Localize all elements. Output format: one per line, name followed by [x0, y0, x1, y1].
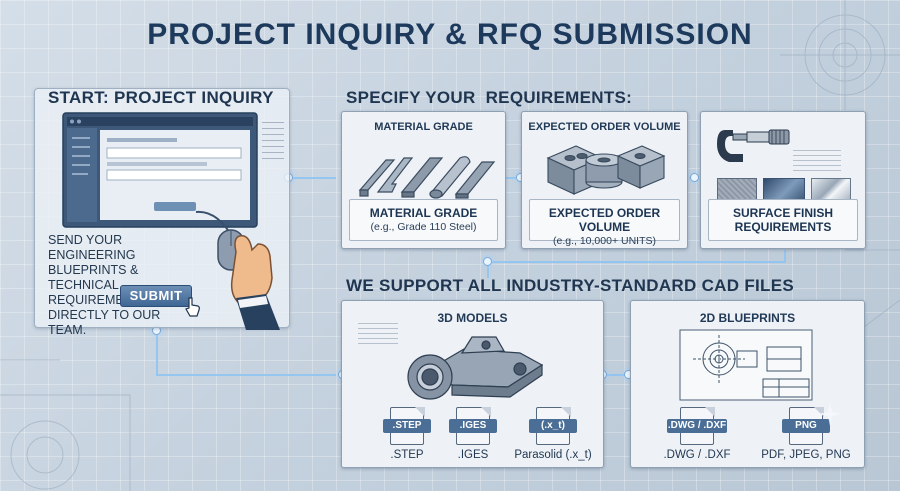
step-file[interactable]: .STEP .STEP — [382, 406, 432, 461]
2d-blueprints-header: 2D BLUEPRINTS — [699, 311, 796, 325]
material-grade-title: MATERIAL GRADE — [369, 206, 478, 220]
3d-models-card: 3D MODELS .STEP .STEP .IGES .IGES (.x_t)… — [341, 300, 604, 468]
order-volume-label: EXPECTED ORDER VOLUME (e.g., 10,000+ UNI… — [529, 199, 680, 247]
stacked-parts-icon — [546, 145, 666, 195]
cad-heading: WE SUPPORT ALL INDUSTRY-STANDARD CAD FIL… — [346, 276, 794, 295]
submit-button[interactable]: SUBMIT — [120, 285, 192, 307]
spec-notes — [793, 150, 841, 172]
page-title: PROJECT INQUIRY & RFQ SUBMISSION — [147, 18, 753, 51]
material-grade-card-header: MATERIAL GRADE — [374, 121, 473, 133]
mouse-hand-icon — [196, 210, 280, 330]
step-file-caption: .STEP — [390, 449, 424, 461]
parasolid-file-tag: (.x_t) — [529, 419, 577, 433]
material-grade-example: (e.g., Grade 110 Steel) — [370, 221, 477, 233]
surface-finish-subtitle: REQUIREMENTS — [734, 220, 832, 234]
file-icon: .IGES — [449, 406, 497, 445]
iges-file-caption: .IGES — [457, 449, 489, 461]
order-volume-title: EXPECTED ORDER VOLUME — [548, 206, 661, 234]
connector-node — [483, 257, 492, 266]
form-sidebar-notes — [262, 122, 284, 162]
browser-window-illustration — [62, 112, 258, 228]
iges-file-tag: .IGES — [449, 419, 497, 433]
png-file-tag: PNG — [782, 419, 830, 433]
material-grade-label: MATERIAL GRADE (e.g., Grade 110 Steel) — [349, 199, 498, 241]
order-volume-card-header: EXPECTED ORDER VOLUME — [528, 121, 681, 133]
dwg-dxf-file[interactable]: .DWG / .DXF .DWG / .DXF — [659, 406, 735, 461]
sparkle-icon — [818, 402, 842, 426]
material-grade-card: MATERIAL GRADE MATERIAL GRADE (e.g., Gra… — [341, 111, 506, 249]
png-file-caption: PDF, JPEG, PNG — [761, 449, 851, 461]
3d-models-header: 3D MODELS — [437, 311, 508, 325]
model-notes — [358, 323, 398, 345]
file-icon: (.x_t) — [529, 406, 577, 445]
surface-finish-title: SURFACE FINISH — [732, 206, 833, 220]
png-file[interactable]: PNG PDF, JPEG, PNG — [761, 406, 851, 461]
order-volume-example: (e.g., 10,000+ UNITS) — [552, 235, 656, 247]
dwg-dxf-file-caption: .DWG / .DXF — [663, 449, 731, 461]
parasolid-file[interactable]: (.x_t) Parasolid (.x_t) — [510, 406, 596, 461]
cursor-hand-icon — [185, 297, 200, 317]
step-file-tag: .STEP — [383, 419, 431, 433]
2d-blueprints-card: 2D BLUEPRINTS .DWG / .DXF .DWG / .DXF PN… — [630, 300, 865, 468]
iges-file[interactable]: .IGES .IGES — [448, 406, 498, 461]
connector-node — [690, 173, 699, 182]
steel-bars-icon — [358, 156, 496, 199]
file-icon: .STEP — [383, 406, 431, 445]
requirements-heading: SPECIFY YOUR REQUIREMENTS: — [346, 88, 633, 107]
order-volume-card: EXPECTED ORDER VOLUME EXPECTED ORDER VOL… — [521, 111, 688, 249]
3d-part-illustration — [407, 336, 544, 400]
surface-finish-label: SURFACE FINISH REQUIREMENTS — [708, 199, 858, 241]
start-heading: START: PROJECT INQUIRY — [48, 88, 274, 107]
blueprint-drawing-icon — [679, 329, 813, 401]
parasolid-file-caption: Parasolid (.x_t) — [514, 449, 592, 461]
dwg-dxf-file-tag: .DWG / .DXF — [667, 419, 727, 433]
surface-finish-card: SURFACE FINISH REQUIREMENTS — [700, 111, 866, 249]
file-icon: .DWG / .DXF — [667, 406, 727, 445]
file-icon: PNG — [782, 406, 830, 445]
micrometer-icon — [717, 129, 790, 162]
start-description: SEND YOUR ENGINEERING BLUEPRINTS & TECHN… — [48, 233, 161, 337]
